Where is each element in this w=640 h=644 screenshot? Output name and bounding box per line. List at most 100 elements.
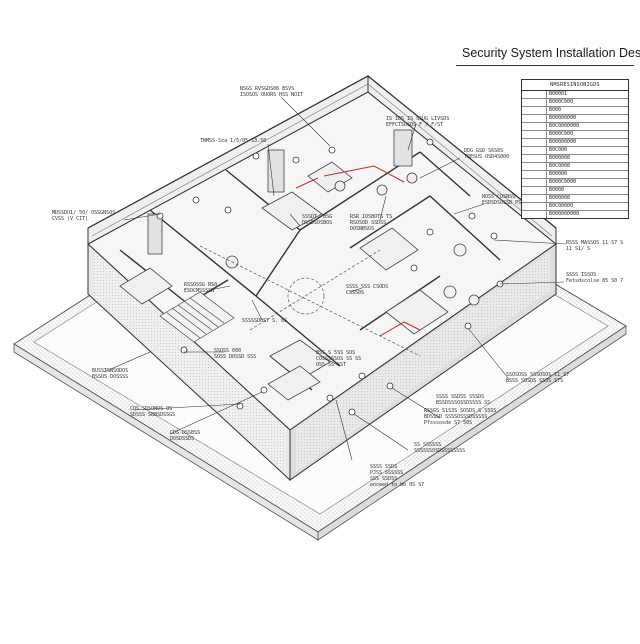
legend-text: B0C0000 — [549, 163, 571, 169]
legend-header: NMSRESINSONIGDS — [522, 80, 628, 91]
legend-text: B00000000 — [549, 139, 577, 145]
annotation-line: SSSS ISSOS — [566, 272, 596, 278]
annotation-line: DSSDSOSBOS — [302, 220, 332, 226]
annotation-line: BSSS SOSDS SSOS S7S — [506, 378, 563, 384]
annotation-line: NOSS COSNSS — [482, 194, 515, 200]
annotation-line: RSOSOD SSDSS — [350, 220, 386, 226]
sensor-device — [426, 138, 434, 146]
legend-symbol — [522, 139, 547, 146]
annotation-line: SSSS SSDSS SSSDS — [436, 394, 484, 400]
annotation-line: SSSDT. BSG — [302, 214, 332, 220]
annotation-line: SSSS SSS CSODS — [346, 284, 388, 290]
camera-device — [464, 322, 472, 330]
annotation-line: MDSSDU1/ 50/ OSSGNSOS — [52, 210, 115, 216]
annotation-line: enceed to bb 0S S7 — [370, 482, 424, 488]
legend-symbol — [522, 115, 547, 122]
annotation-line: RSSS MASSOS 11 S7 S — [566, 240, 623, 246]
annotation-line: NSGS RVSGDS06 BSVS — [240, 86, 294, 92]
legend-row: B000C000 — [522, 131, 628, 139]
sensor-device — [348, 408, 356, 416]
annotation-line: Pfsssosde S7 S0S — [424, 420, 472, 426]
legend-row: B000000000 — [522, 211, 628, 218]
legend-row: B000 — [522, 107, 628, 115]
legend-row: B000000 — [522, 155, 628, 163]
annotation-line: 11 S1/ S — [566, 246, 590, 252]
legend-row: B00001 — [522, 91, 628, 99]
camera-device — [326, 394, 334, 402]
security-wiring — [295, 165, 421, 337]
legend-text: B000C000 — [549, 99, 574, 105]
legend-row: B00000000 — [522, 139, 628, 147]
legend-symbol — [522, 147, 547, 154]
annotation-line: CDS DSSBSS — [170, 430, 200, 436]
legend-text: B00000 — [549, 171, 568, 177]
legend-row: B000C000 — [522, 99, 628, 107]
camera-device — [386, 382, 394, 390]
legend-text: B000 — [549, 107, 562, 113]
annotation-line: COS SDSONOS OS — [130, 406, 172, 412]
legend-symbol — [522, 123, 547, 130]
legend-text: B0C00000 — [549, 203, 574, 209]
annotation-line: BDSSSD SSSSOSSSDSSSSS — [424, 414, 487, 420]
annotation-line: CVSS (V CIT) — [52, 216, 88, 222]
annotation-label: SSSSSDOSY S. 0S — [242, 318, 287, 324]
annotation-line: CSSS0S — [346, 290, 364, 296]
annotation-line: DOSDSSDS — [170, 436, 194, 442]
sensor-device — [358, 372, 366, 380]
legend-text: B000C000 — [549, 131, 574, 137]
sensor-device — [328, 146, 336, 154]
legend-row: B0000 — [522, 187, 628, 195]
annotation-line: TNMSS-Sca 1/5/05 S3.S0 — [200, 138, 266, 144]
legend-symbol — [522, 131, 547, 138]
leader-lines — [103, 97, 567, 461]
annotation-line: SSSS SSDS — [370, 464, 397, 470]
camera-device — [426, 228, 434, 236]
annotation-line: RSSGS S1S3S SOSDS S SSSS — [424, 408, 496, 414]
staircase — [159, 291, 235, 343]
legend-text: B0C0000000 — [549, 123, 580, 129]
annotation-line: BSSOS DOSSSS — [92, 374, 128, 380]
annotation-label: TNMSS-Sca 1/5/05 S3.S0 — [200, 138, 266, 144]
legend-symbol — [522, 107, 547, 114]
legend-text: B000000 — [549, 195, 571, 201]
legend-row: B00000 — [522, 171, 628, 179]
security-devices — [156, 138, 504, 416]
legend-symbol — [522, 163, 547, 170]
coverage-zone — [199, 245, 421, 357]
sensor-device — [410, 264, 418, 272]
annotation-line: SS SSSSSS — [414, 442, 441, 448]
legend-row: B000000 — [522, 195, 628, 203]
legend-row: B0C000 — [522, 147, 628, 155]
annotation-line: COSSSSSOS SS SS — [316, 356, 361, 362]
annotation-line: OSS SS SST — [316, 362, 346, 368]
legend-symbol — [522, 187, 547, 194]
annotation-line: SSS SSDSS — [370, 476, 397, 482]
sensor-device — [180, 346, 188, 354]
drawing-title: Security System Installation Design — [462, 46, 640, 60]
legend-symbol — [522, 99, 547, 106]
annotation-line: DDG GSD S6S0S — [464, 148, 503, 154]
legend-symbol — [522, 171, 547, 178]
legend-row: B000C0000 — [522, 179, 628, 187]
annotation-line: RSR IOSBOTS TS — [350, 214, 392, 220]
annotation-line: BSSDSSSOSSDSSSS SS — [436, 400, 490, 406]
annotation-line: BUSSTSNSODOS — [92, 368, 128, 374]
sensor-device — [490, 232, 498, 240]
legend-text: B0000 — [549, 187, 565, 193]
